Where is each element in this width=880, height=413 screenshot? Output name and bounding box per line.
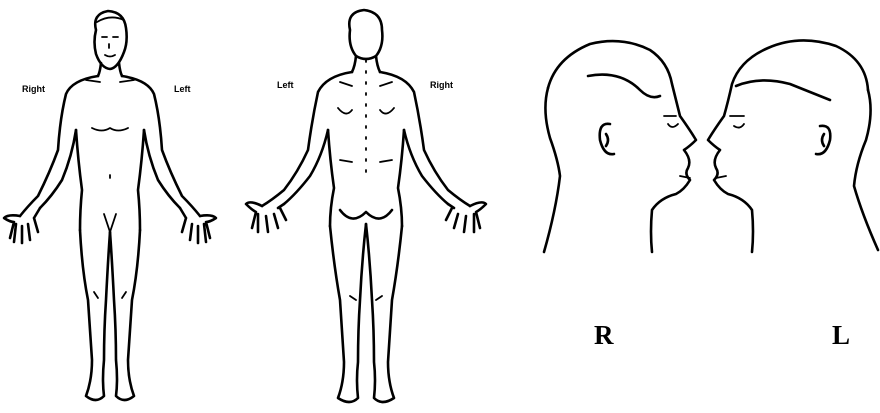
- left-profile-hair-line: [736, 80, 830, 100]
- front-chest-lines: [86, 80, 134, 178]
- back-right-torso-side: [398, 130, 404, 226]
- profile-right-letter: R: [594, 320, 614, 351]
- back-knees: [350, 296, 382, 300]
- back-left-label: Left: [277, 80, 294, 90]
- back-buttocks: [340, 210, 392, 219]
- back-left-inner-arm: [284, 130, 328, 204]
- front-left-torso-side: [138, 130, 144, 230]
- back-right-label: Right: [430, 80, 453, 90]
- front-hairline: [97, 17, 124, 22]
- back-right-arm: [380, 72, 470, 206]
- back-left-leg: [330, 224, 366, 402]
- back-head: [349, 10, 382, 59]
- front-left-arm: [122, 76, 200, 216]
- right-profile-head-outline: [548, 41, 696, 252]
- front-left-label: Left: [174, 84, 191, 94]
- back-right-hand: [446, 202, 486, 232]
- face-profile-left-side: [708, 40, 878, 252]
- front-right-leg: [80, 230, 110, 400]
- back-right-leg: [366, 224, 402, 402]
- left-profile-back-of-head: [854, 90, 878, 250]
- face-profile-right-side: [544, 41, 696, 252]
- left-profile-ear: [816, 126, 830, 154]
- back-right-inner-arm: [404, 130, 448, 204]
- front-left-leg: [110, 230, 140, 400]
- front-body-figure: [4, 11, 216, 400]
- front-groin: [104, 214, 116, 232]
- right-profile-eye: [664, 116, 678, 127]
- back-left-arm: [262, 72, 352, 206]
- front-face-features: [102, 37, 118, 57]
- right-profile-ear: [600, 124, 614, 154]
- front-right-label: Right: [22, 84, 45, 94]
- right-profile-hair-line: [588, 75, 660, 98]
- back-left-torso-side: [328, 130, 334, 226]
- left-profile-head-outline: [708, 40, 868, 252]
- back-body-figure: [246, 10, 486, 402]
- front-right-arm: [20, 76, 98, 216]
- front-right-torso-side: [76, 130, 82, 230]
- profile-left-letter: L: [832, 320, 850, 351]
- left-profile-eye: [730, 116, 744, 128]
- right-profile-back-of-head: [544, 88, 560, 252]
- front-knees: [94, 292, 126, 298]
- back-left-hand: [246, 202, 286, 232]
